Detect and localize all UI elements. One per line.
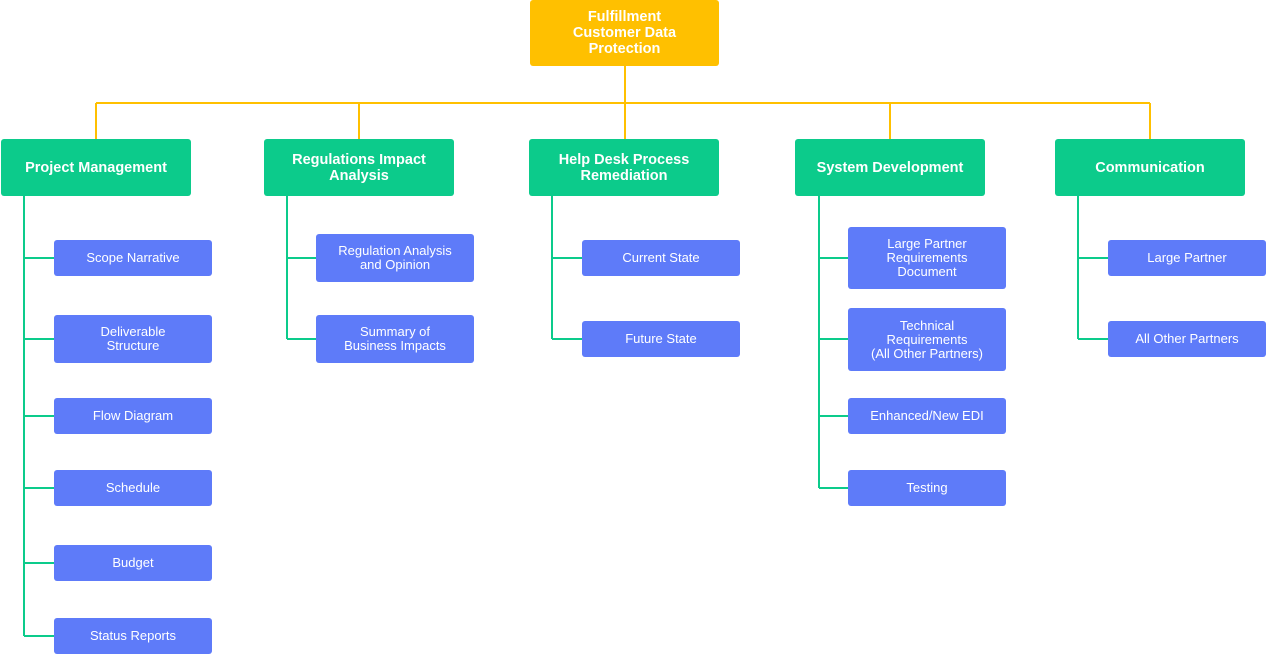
category-regulations-impact-analysis: Regulations Impact Analysis (264, 139, 454, 196)
item-flow-diagram: Flow Diagram (54, 398, 212, 434)
item-schedule: Schedule (54, 470, 212, 506)
item-enhanced-new-edi: Enhanced/New EDI (848, 398, 1006, 434)
item-deliverable-structure: Deliverable Structure (54, 315, 212, 363)
category-system-development: System Development (795, 139, 985, 196)
root-connectors (95, 66, 1151, 139)
branch-connectors (23, 196, 1108, 637)
item-current-state: Current State (582, 240, 740, 276)
item-large-partner: Large Partner (1108, 240, 1266, 276)
item-status-reports: Status Reports (54, 618, 212, 654)
category-project-management: Project Management (1, 139, 191, 196)
item-testing: Testing (848, 470, 1006, 506)
item-large-partner-requirements-document: Large Partner Requirements Document (848, 227, 1006, 289)
item-all-other-partners: All Other Partners (1108, 321, 1266, 357)
item-technical-requirements: Technical Requirements (All Other Partne… (848, 308, 1006, 371)
item-summary-of-business-impacts: Summary of Business Impacts (316, 315, 474, 363)
category-communication: Communication (1055, 139, 1245, 196)
item-regulation-analysis-and-opinion: Regulation Analysis and Opinion (316, 234, 474, 282)
item-scope-narrative: Scope Narrative (54, 240, 212, 276)
category-help-desk-process-remediation: Help Desk Process Remediation (529, 139, 719, 196)
root-node: Fulfillment Customer Data Protection (530, 0, 719, 66)
item-budget: Budget (54, 545, 212, 581)
item-future-state: Future State (582, 321, 740, 357)
